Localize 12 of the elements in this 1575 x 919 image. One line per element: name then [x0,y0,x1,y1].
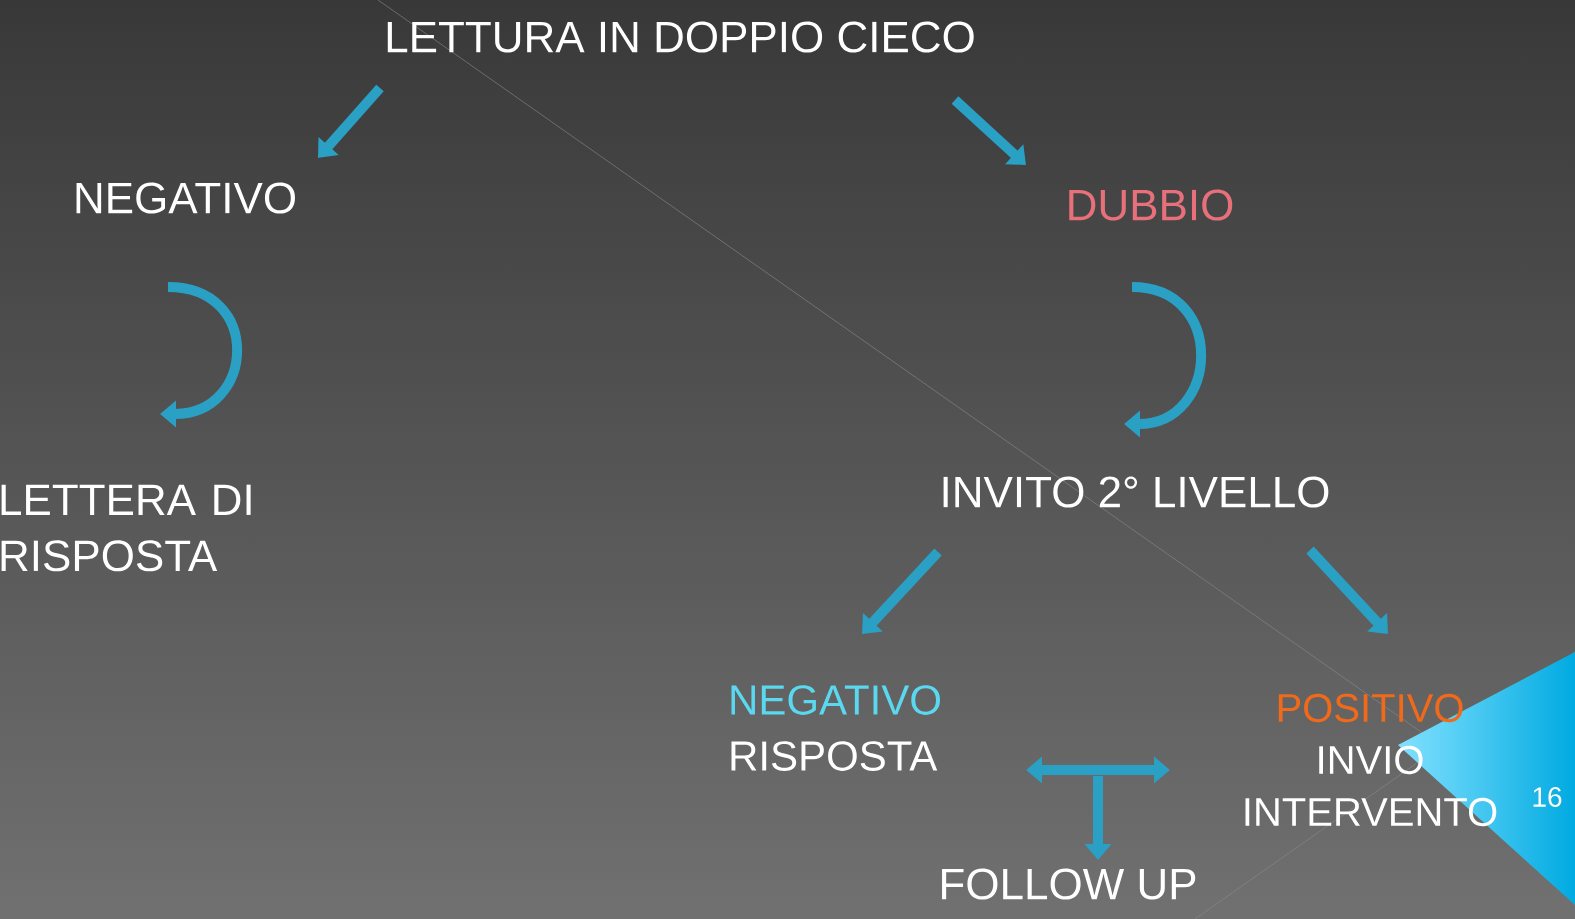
arrow [862,548,942,634]
node-text: INVITO 2° LIVELLO [943,476,1329,508]
node-text: LETTURA IN DOPPIO CIECO [387,21,974,53]
node-text: FOLLOW UP [942,868,1196,900]
page-number: 16 [1533,787,1562,807]
node-text: NEGATIVO [76,182,295,214]
arrow [1306,546,1388,634]
node-text: NEGATIVO RISPOSTA [731,685,940,771]
node-text: LETTERA DI RISPOSTA [1,484,251,572]
arrow [951,96,1026,165]
node-text: DUBBIO [1069,189,1233,221]
arrow [318,84,384,158]
